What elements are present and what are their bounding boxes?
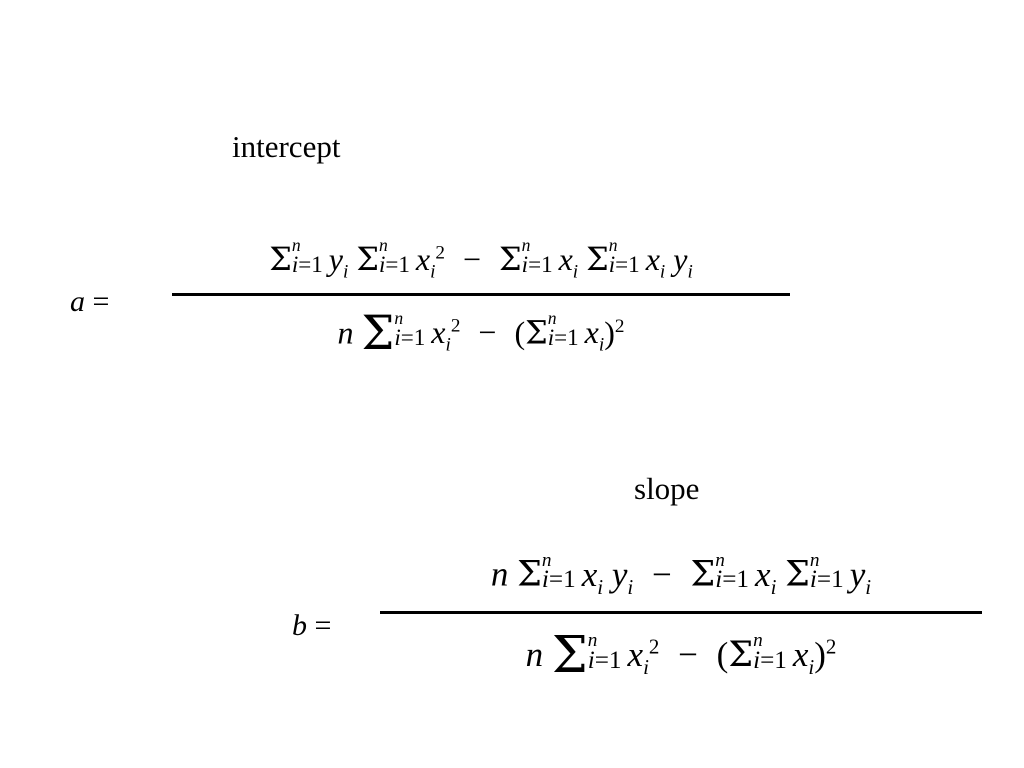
slope-variable: b	[292, 609, 307, 642]
slope-lhs: b =	[292, 611, 331, 641]
slope-label: slope	[634, 471, 700, 506]
slope-equals: =	[314, 609, 332, 642]
intercept-equals: =	[92, 285, 110, 318]
intercept-lhs: a =	[70, 287, 109, 317]
slope-fraction-bar	[380, 611, 982, 614]
intercept-label: intercept	[232, 129, 341, 164]
intercept-variable: a	[70, 285, 85, 318]
intercept-fraction-bar	[172, 293, 790, 296]
